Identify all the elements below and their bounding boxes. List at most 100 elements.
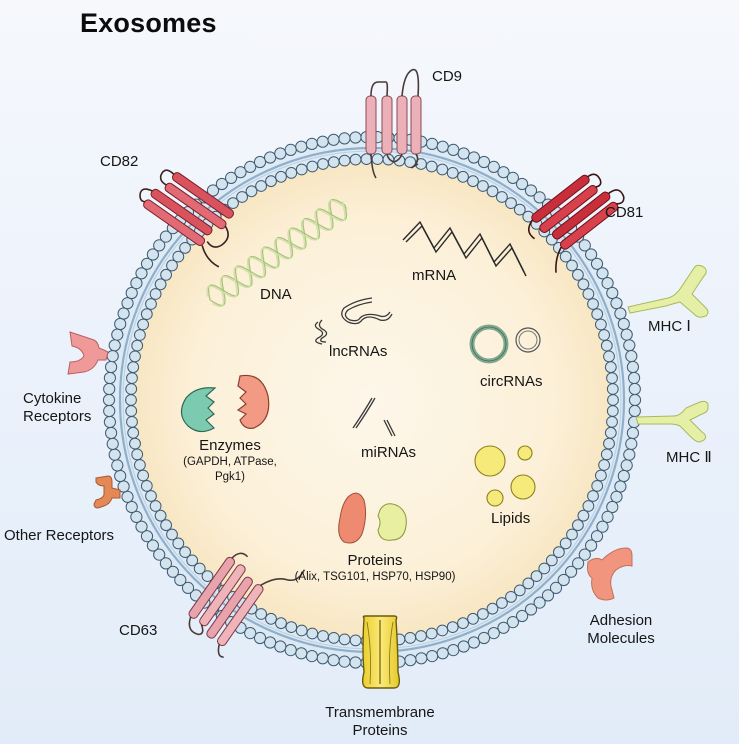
lipid-head-bead bbox=[149, 288, 162, 300]
lipid-head-bead bbox=[166, 259, 178, 272]
dna-strand bbox=[207, 204, 348, 301]
lipid-head-bead bbox=[327, 632, 340, 644]
lipid-head-bead bbox=[234, 166, 247, 179]
lipid-head-bead bbox=[125, 394, 137, 406]
lipid-head-bead bbox=[179, 242, 192, 254]
mhc-2-molecule bbox=[635, 400, 709, 443]
lipid-head-bead bbox=[305, 650, 318, 663]
lipid-head-bead bbox=[137, 469, 150, 482]
lipid-head-bead bbox=[125, 500, 138, 514]
mirnas-label: miRNAs bbox=[361, 444, 416, 461]
lipid-head-bead bbox=[166, 565, 179, 578]
lipid-head-bead bbox=[306, 160, 319, 173]
lipid-head-bead bbox=[513, 584, 526, 597]
lipid-head-bead bbox=[126, 416, 138, 428]
lipid-head-bead bbox=[477, 180, 489, 192]
lipid-head-bead bbox=[201, 570, 214, 582]
lipid-head-bead bbox=[577, 509, 590, 522]
lipid-head-bead bbox=[626, 360, 640, 374]
lipid-head-bead bbox=[317, 158, 329, 170]
lipid-head-bead bbox=[559, 537, 572, 550]
lipid-head-bead bbox=[153, 239, 166, 252]
lipid-head-bead bbox=[274, 640, 287, 653]
lipid-head-bead bbox=[121, 490, 134, 503]
lipid-head-bead bbox=[349, 634, 362, 647]
lipid-head-bead bbox=[606, 286, 619, 300]
lipid-head-bead bbox=[626, 426, 640, 440]
lipid-head-bead bbox=[497, 621, 510, 634]
lipid-head-bead bbox=[159, 230, 172, 243]
lipid-head-bead bbox=[457, 617, 469, 630]
lipid-head-bead bbox=[446, 621, 459, 633]
lipid-head-bead bbox=[516, 177, 529, 191]
lipid-head-bead bbox=[225, 171, 238, 184]
cd63-label: CD63 bbox=[119, 622, 158, 639]
lipid-head-bead bbox=[140, 308, 153, 321]
lipid-head-bead bbox=[598, 329, 610, 341]
lipid-head-bead bbox=[530, 570, 543, 582]
lipid-head-bead bbox=[607, 394, 619, 406]
lipid-head-bead bbox=[253, 155, 267, 169]
lipid-head-bead bbox=[467, 636, 480, 649]
lipid-head-bead bbox=[577, 278, 590, 291]
lipid-head-bead bbox=[105, 360, 118, 374]
lipid-head-bead bbox=[600, 339, 613, 352]
dna-strand bbox=[206, 201, 346, 298]
lipid-head-bead bbox=[582, 500, 595, 512]
lipid-head-bead bbox=[486, 602, 499, 615]
lipid-head-bead bbox=[274, 147, 287, 160]
mhc-2-label: MHC Ⅱ bbox=[666, 449, 712, 466]
lipid-head-bead bbox=[135, 520, 148, 533]
lipid-head-bead bbox=[596, 520, 609, 533]
lipid-head-bead bbox=[553, 546, 565, 558]
lipid-head-bead bbox=[154, 278, 167, 291]
lipid-head-bead bbox=[590, 257, 604, 270]
lipid-head-bead bbox=[295, 140, 308, 153]
lipid-head-bead bbox=[306, 627, 319, 640]
lipid-head-bead bbox=[604, 426, 617, 439]
lipid-head-bead bbox=[610, 490, 623, 503]
lipid-head-bead bbox=[565, 565, 578, 578]
lipid-head-bead bbox=[103, 382, 116, 396]
lipid-head-bead bbox=[140, 257, 154, 270]
lipids-label: Lipids bbox=[491, 510, 531, 527]
lipid-head-bead bbox=[497, 166, 510, 179]
lipid-head-bead bbox=[244, 160, 257, 173]
lipid-head-bead bbox=[127, 426, 140, 439]
lipid-head-bead bbox=[436, 140, 449, 153]
lipid-head-bead bbox=[600, 448, 613, 461]
lipid-head-bead bbox=[111, 459, 124, 472]
adhesion-molecule bbox=[587, 547, 633, 601]
lipid-head-bead bbox=[578, 548, 591, 561]
lipid-head-bead bbox=[172, 537, 185, 550]
lipid-head-bead bbox=[179, 546, 192, 558]
adhesion-molecules-label: Adhesion Molecules bbox=[587, 612, 655, 647]
lipid-head-bead bbox=[601, 277, 614, 290]
dna-label: DNA bbox=[260, 286, 292, 303]
lipid-head-bead bbox=[193, 562, 206, 575]
lipid-head-bead bbox=[595, 469, 607, 482]
cd82-protein bbox=[139, 169, 234, 268]
lipid-head-bead bbox=[606, 416, 618, 428]
cd81-label: CD81 bbox=[605, 204, 644, 221]
lipid-head-bead bbox=[125, 383, 138, 395]
lipid-head-bead bbox=[166, 528, 178, 541]
lipid-head-bead bbox=[487, 160, 500, 173]
lipid-head-bead bbox=[477, 608, 489, 620]
lipid-head-bead bbox=[129, 437, 141, 450]
lipid-head-bead bbox=[140, 530, 154, 543]
lipid-head-bead bbox=[227, 197, 239, 210]
cd82-label: CD82 bbox=[100, 153, 139, 170]
cd9-protein bbox=[365, 68, 422, 179]
lipid-head-bead bbox=[628, 371, 641, 385]
lipid-head-bead bbox=[620, 328, 633, 341]
lipid-head-bead bbox=[486, 185, 499, 198]
lipid-head-bead bbox=[436, 163, 449, 176]
lipid-head-bead bbox=[160, 519, 173, 532]
lipid-head-bead bbox=[295, 163, 308, 176]
lipid-head-bead bbox=[628, 404, 641, 418]
cytokine-receptor bbox=[67, 331, 109, 375]
lipid-head-bead bbox=[264, 151, 277, 164]
lipid-head-bead bbox=[130, 510, 143, 524]
lipid-head-bead bbox=[506, 171, 520, 184]
